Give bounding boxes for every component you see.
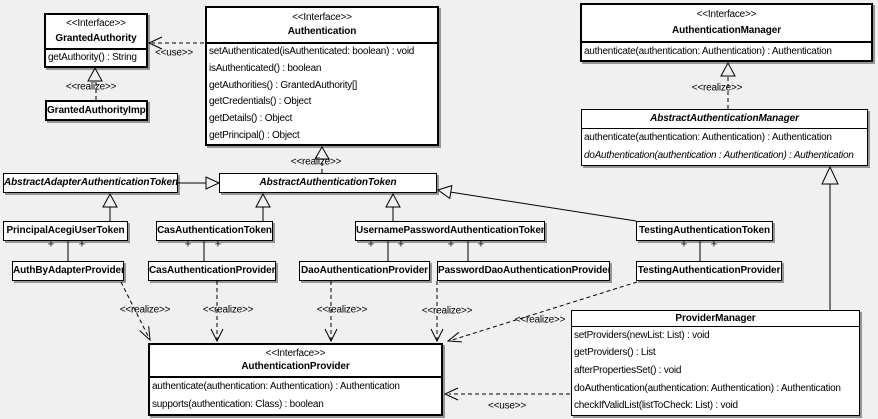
class-name: CasAuthenticationToken [157,225,272,236]
class-box-abstract-authentication-token[interactable]: AbstractAuthenticationToken [219,173,437,193]
method-label: setAuthenticated(isAuthenticated: boolea… [209,46,415,58]
method-label: checkIfValidList(listToCheck: List) : vo… [574,400,738,412]
method-label: authenticate(authentication: Authenticat… [584,132,832,143]
realize-label: <<realize>> [421,305,473,317]
class-box-authentication[interactable]: <<Interface>> Authentication setAuthenti… [205,6,439,146]
class-name: GrantedAuthorityImpl [47,104,148,116]
multiplicity-label: + [680,238,688,251]
class-name: AuthenticationProvider [241,361,350,373]
edge-principal-token-to-adapter-token [102,192,118,221]
multiplicity-label: + [710,238,718,251]
multiplicity-label: + [367,238,375,251]
method-label: isAuthenticated() : boolean [209,62,322,74]
class-name: TestingAuthenticationToken [639,225,770,236]
class-box-abstract-authentication-manager[interactable]: AbstractAuthenticationManager authentica… [581,109,868,166]
class-box-abstract-adapter-authentication-token[interactable]: AbstractAdapterAuthenticationToken [3,173,178,193]
class-box-granted-authority-impl[interactable]: GrantedAuthorityImpl [45,100,148,121]
stereotype-label: <<Interface>> [292,11,352,23]
class-box-dao-authentication-provider[interactable]: DaoAuthenticationProvider [299,261,430,281]
class-name: TestingAuthenticationProvider [637,265,781,276]
edge-testing-token-to-abstract-token [436,184,637,222]
class-header: ProviderManager [572,311,859,327]
class-box-testing-authentication-token[interactable]: TestingAuthenticationToken [636,221,773,241]
class-name: DaoAuthenticationProvider [301,265,428,276]
realize-triangle-authentication-manager [720,61,736,77]
stereotype-label: <<Interface>> [696,9,757,21]
method-label: authenticate(authentication: Authenticat… [152,381,400,392]
class-name: PasswordDaoAuthenticationProvider [438,265,610,276]
method-label: getProviders() : List [574,347,656,359]
class-header: <<Interface>> GrantedAuthority [46,15,146,50]
class-box-authentication-manager[interactable]: <<Interface>> AuthenticationManager auth… [580,3,873,62]
class-name: AuthByAdapterProvider [13,265,124,276]
stereotype-label: <<Interface>> [66,18,126,30]
realize-triangle-authentication [314,146,330,160]
class-header: <<Interface>> AuthenticationManager [582,5,871,43]
class-box-username-password-authentication-token[interactable]: UsernamePasswordAuthenticationToken [355,221,545,241]
realize-label: <<realize>> [691,82,743,94]
method-label: getCredentials() : Object [209,96,312,108]
edge-adapter-token-to-abstract-token [178,176,221,190]
use-label: <<use>> [154,47,194,59]
method-label: supports(authentication: Class) : boolea… [152,399,324,410]
class-box-testing-authentication-provider[interactable]: TestingAuthenticationProvider [636,261,782,281]
method-label: getPrincipal() : Object [209,129,300,141]
method-label: doAuthentication(authentication: Authent… [574,382,841,394]
class-name: UsernamePasswordAuthenticationToken [356,225,545,236]
class-box-password-dao-authentication-provider[interactable]: PasswordDaoAuthenticationProvider [437,261,610,281]
class-box-authentication-provider[interactable]: <<Interface>> AuthenticationProvider aut… [148,343,443,416]
method-label: afterPropertiesSet() : void [574,364,682,376]
method-label: getDetails() : Object [209,112,293,124]
open-arrowheads [139,36,462,401]
method-label: setProviders(newList: List) : void [574,329,710,341]
class-name: GrantedAuthority [55,32,137,44]
class-header: <<Interface>> Authentication [207,8,437,44]
class-name: Authentication [287,26,357,38]
multiplicity-label: + [47,238,55,251]
realize-label: <<realize>> [119,304,171,316]
stereotype-label: <<Interface>> [265,347,326,359]
class-name: AbstractAuthenticationManager [650,113,799,124]
class-name: CasAuthenticationProvider [149,265,276,276]
edge-usernamepassword-token-to-abstract-token [385,192,401,221]
class-box-cas-authentication-token[interactable]: CasAuthenticationToken [156,221,273,241]
class-box-granted-authority[interactable]: <<Interface>> GrantedAuthority getAuthor… [44,13,148,68]
method-label: getAuthority() : String [48,52,137,63]
edge-cas-token-to-abstract-token [255,192,271,221]
multiplicity-label: + [214,238,222,251]
realize-triangle-granted-authority [87,66,103,82]
multiplicity-label: + [477,238,485,251]
edge-authbyadapter-realize-authentication-provider [120,281,150,339]
class-box-auth-by-adapter-provider[interactable]: AuthByAdapterProvider [12,261,124,281]
multiplicity-label: + [78,238,86,251]
class-name: PrincipalAcegiUserToken [6,225,125,236]
realize-label: <<realize>> [290,156,342,168]
realize-label: <<realize>> [316,304,368,316]
multiplicity-label: + [184,238,192,251]
class-box-principal-acegi-user-token[interactable]: PrincipalAcegiUserToken [3,221,128,241]
class-name: AbstractAdapterAuthenticationToken [4,177,178,188]
class-header: <<Interface>> AuthenticationProvider [150,345,441,378]
use-label: <<use>> [487,400,527,412]
class-name: AbstractAuthenticationToken [259,177,397,188]
realize-label: <<realize>> [202,304,254,316]
method-label: getAuthorities() : GrantedAuthority[] [209,79,358,91]
realize-label: <<realize>> [65,81,117,93]
edge-provider-manager-to-abstract-authentication-manager [821,165,839,310]
multiplicity-label: + [397,238,405,251]
realize-label: <<realize>> [514,314,566,326]
multiplicity-label: + [447,238,455,251]
edge-testing-provider-realize-authentication-provider [448,281,638,342]
class-box-provider-manager[interactable]: ProviderManager setProviders(newList: Li… [571,310,860,416]
method-label: authenticate(authentication: Authenticat… [584,45,832,57]
class-header: AbstractAuthenticationManager [582,110,867,129]
class-name: AuthenticationManager [671,24,782,36]
class-box-cas-authentication-provider[interactable]: CasAuthenticationProvider [148,261,276,281]
method-label-abstract: doAuthentication(authentication : Authen… [584,150,854,161]
class-name: ProviderManager [675,312,756,324]
